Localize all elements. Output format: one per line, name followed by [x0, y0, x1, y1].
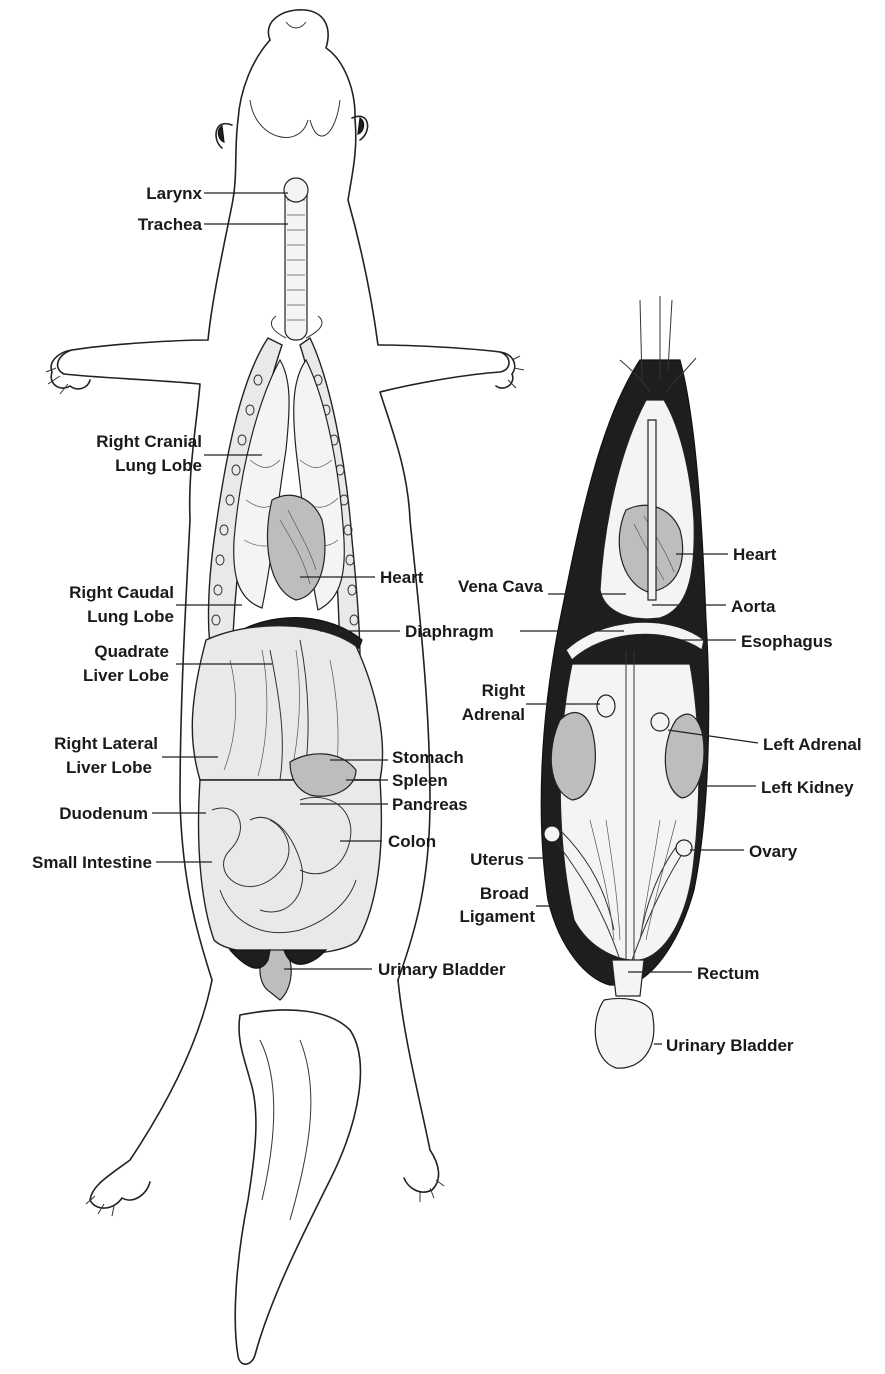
label-vena-cava: Vena Cava	[458, 577, 544, 596]
label-stomach: Stomach	[392, 748, 464, 767]
right-dissection-drawing	[541, 296, 708, 1068]
label-right-cranial-lung-lobe-line1: Right Cranial	[96, 432, 202, 451]
label-heart-right: Heart	[733, 545, 777, 564]
label-quadrate-liver-lobe-line1: Quadrate	[94, 642, 169, 661]
label-spleen: Spleen	[392, 771, 448, 790]
left-dissection-cavity	[192, 178, 382, 1000]
label-heart-left: Heart	[380, 568, 424, 587]
label-pancreas: Pancreas	[392, 795, 468, 814]
label-ovary: Ovary	[749, 842, 798, 861]
label-broad-ligament-line1: Broad	[480, 884, 529, 903]
label-aorta: Aorta	[731, 597, 776, 616]
label-rectum: Rectum	[697, 964, 759, 983]
label-duodenum: Duodenum	[59, 804, 148, 823]
label-urinary-bladder-right: Urinary Bladder	[666, 1036, 794, 1055]
label-trachea: Trachea	[138, 215, 203, 234]
label-right-cranial-lung-lobe-line2: Lung Lobe	[115, 456, 202, 475]
label-larynx: Larynx	[146, 184, 202, 203]
label-right-caudal-lung-lobe-line1: Right Caudal	[69, 583, 174, 602]
label-quadrate-liver-lobe-line2: Liver Lobe	[83, 666, 169, 685]
label-right-adrenal-line2: Adrenal	[462, 705, 525, 724]
label-right-lateral-liver-lobe-line1: Right Lateral	[54, 734, 158, 753]
label-broad-ligament-line2: Ligament	[459, 907, 535, 926]
label-urinary-bladder-left: Urinary Bladder	[378, 960, 506, 979]
label-right-adrenal-line1: Right	[482, 681, 526, 700]
label-uterus: Uterus	[470, 850, 524, 869]
label-colon: Colon	[388, 832, 436, 851]
label-diaphragm: Diaphragm	[405, 622, 494, 641]
label-right-lateral-liver-lobe-line2: Liver Lobe	[66, 758, 152, 777]
label-esophagus: Esophagus	[741, 632, 833, 651]
label-small-intestine: Small Intestine	[32, 853, 152, 872]
label-right-caudal-lung-lobe-line2: Lung Lobe	[87, 607, 174, 626]
label-left-kidney: Left Kidney	[761, 778, 854, 797]
label-left-adrenal: Left Adrenal	[763, 735, 862, 754]
